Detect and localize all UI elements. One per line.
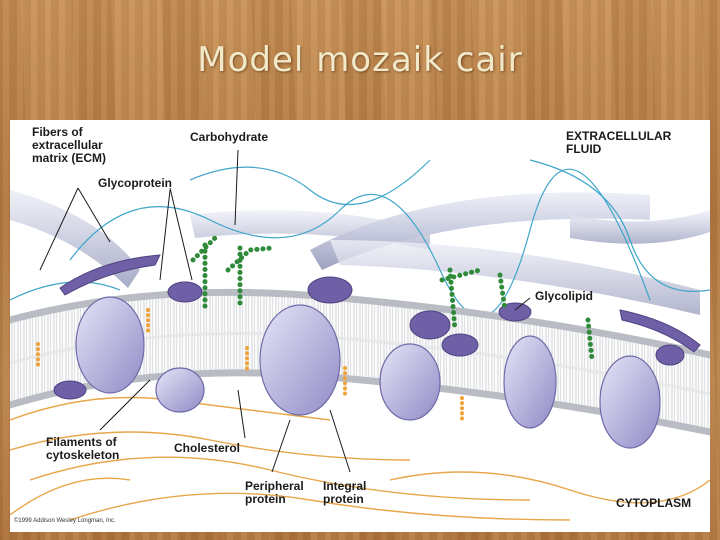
label-glycoprotein: Glycoprotein xyxy=(98,176,173,190)
membrane-illustration xyxy=(10,149,710,521)
label-extracellular-fluid: EXTRACELLULAR FLUID xyxy=(566,129,672,156)
slide-title: Model mozaik cair xyxy=(197,40,523,80)
carbohydrate-chains xyxy=(190,235,595,363)
cholesterol-molecules xyxy=(36,308,464,422)
copyright-text: ©1999 Addison Wesley Longman, Inc. xyxy=(14,518,116,524)
label-peripheral-protein: Peripheral protein xyxy=(245,479,304,506)
integral-proteins xyxy=(75,296,661,449)
label-integral-protein: Integral protein xyxy=(323,479,367,506)
membrane-diagram: Fibers of extracellular matrix (ECM) Car… xyxy=(10,120,710,532)
label-ecm: Fibers of extracellular matrix (ECM) xyxy=(32,125,107,165)
label-filaments: Filaments of cytoskeleton xyxy=(46,435,120,462)
leader-lines xyxy=(39,149,531,473)
label-cytoplasm: CYTOPLASM xyxy=(616,496,692,510)
label-glycolipid: Glycolipid xyxy=(535,289,594,303)
label-carbohydrate: Carbohydrate xyxy=(190,130,269,144)
label-cholesterol: Cholesterol xyxy=(174,441,241,455)
peripheral-proteins xyxy=(53,254,701,400)
